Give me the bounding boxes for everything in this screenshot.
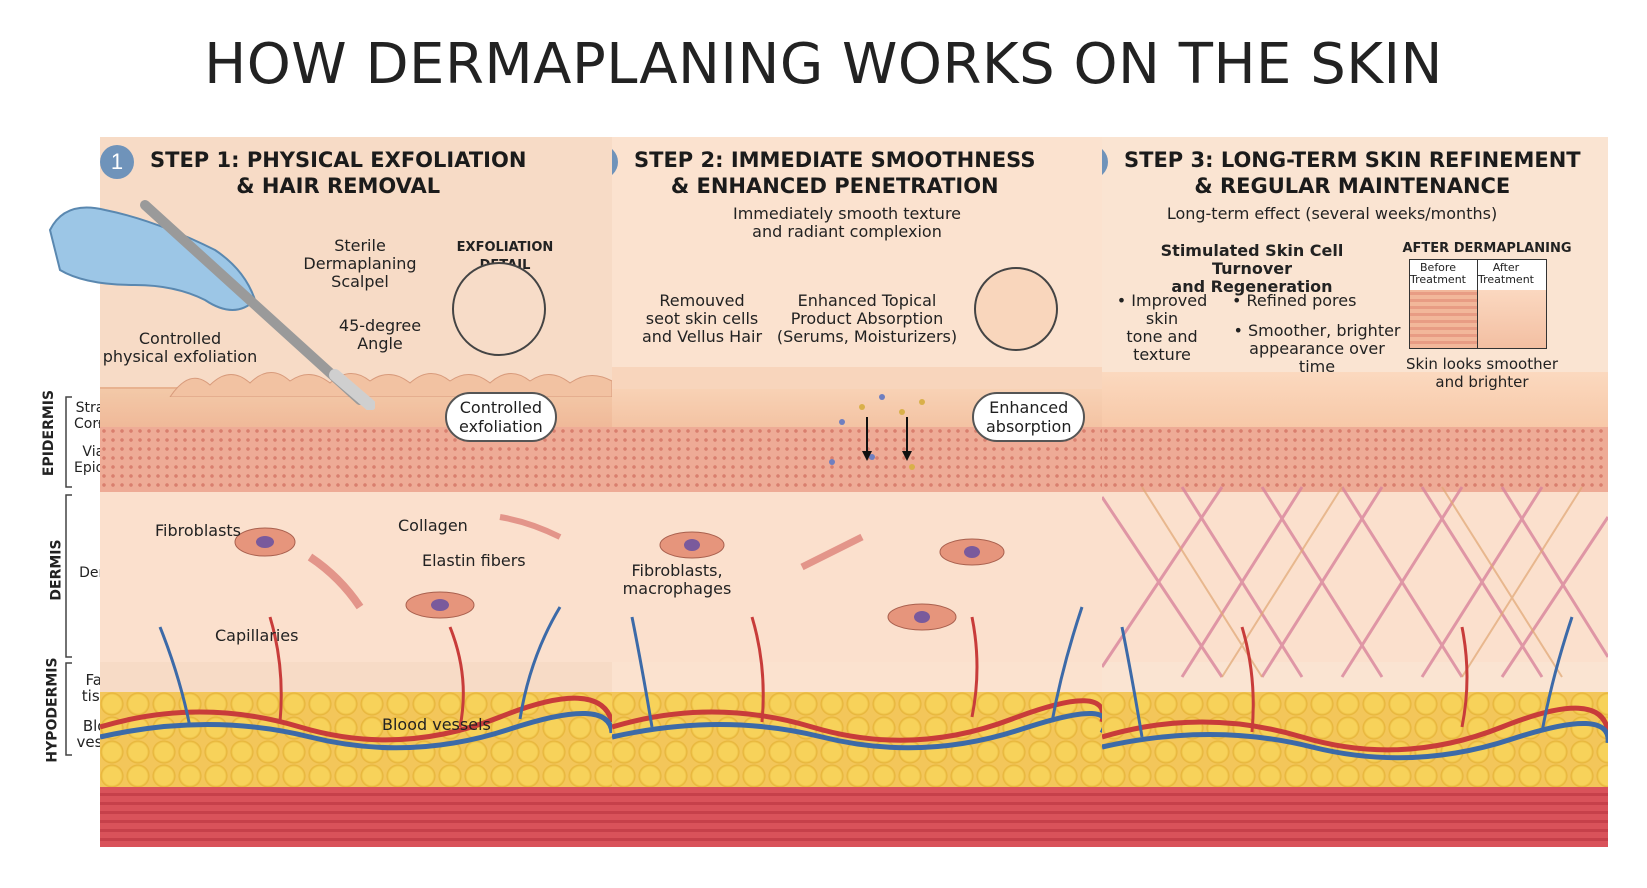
step-1-number-badge: 1 [100, 145, 134, 179]
step-3-header: 3 STEP 3: LONG-TERM SKIN REFINEMENT& REG… [1102, 145, 1608, 199]
dermis-layer-2 [612, 492, 1102, 662]
muscle-layer [100, 787, 612, 847]
step-3-subtitle: Long-term effect (several weeks/months) [1166, 204, 1498, 223]
smooth-surface-layer [1102, 372, 1608, 432]
exfoliation-detail-circle [452, 262, 546, 356]
step-2-diagram [612, 367, 1102, 751]
hypodermis-vertical-label: HYPODERMIS [44, 657, 61, 763]
step-2-title: STEP 2: IMMEDIATE SMOOTHNESS& ENHANCED P… [634, 148, 1036, 198]
collagen-mesh [1102, 486, 1608, 761]
after-dermaplaning-title: AFTER DERMAPLANING [1402, 241, 1572, 256]
fibroblasts-label: Fibroblasts [155, 521, 242, 540]
muscle-layer-3 [1102, 787, 1608, 847]
fibroblasts-macrophages-label: Fibroblasts,macrophages [622, 561, 732, 598]
step-2-header: 2 STEP 2: IMMEDIATE SMOOTHNESS& ENHANCED… [612, 145, 1102, 199]
step-1-title: STEP 1: PHYSICAL EXFOLIATION& HAIR REMOV… [150, 148, 527, 198]
viable-epidermis-layer-3 [1102, 427, 1608, 494]
step-3-number-badge: 3 [1102, 145, 1108, 179]
fatty-tissue-layer-3 [1102, 692, 1608, 787]
refined-pores-bullet: • Refined pores [1232, 291, 1357, 310]
side-brackets [65, 396, 102, 756]
collagen-label: Collagen [398, 516, 468, 535]
blood-vessels-label: Blood vessels [382, 715, 491, 734]
elastin-label: Elastin fibers [422, 551, 526, 570]
step-3-title: STEP 3: LONG-TERM SKIN REFINEMENT& REGUL… [1124, 148, 1581, 198]
step-1-vessels [100, 514, 612, 751]
step-1-panel: 1 STEP 1: PHYSICAL EXFOLIATION& HAIR REM… [100, 137, 612, 847]
step-2-number-badge: 2 [612, 145, 618, 179]
rough-skin-surface [169, 372, 612, 397]
capillaries-label: Capillaries [215, 626, 299, 645]
step-2-panel: 2 STEP 2: IMMEDIATE SMOOTHNESS& ENHANCED… [612, 137, 1102, 847]
page-title: HOW DERMAPLANING WORKS ON THE SKIN [204, 32, 1443, 97]
gloved-hand-with-scalpel-icon [48, 200, 375, 410]
step-1-header: 1 STEP 1: PHYSICAL EXFOLIATION& HAIR REM… [100, 145, 612, 199]
step-3-panel: 3 STEP 3: LONG-TERM SKIN REFINEMENT& REG… [1102, 137, 1608, 847]
absorption-detail-circle [974, 267, 1058, 351]
muscle-layer-2 [612, 787, 1102, 847]
